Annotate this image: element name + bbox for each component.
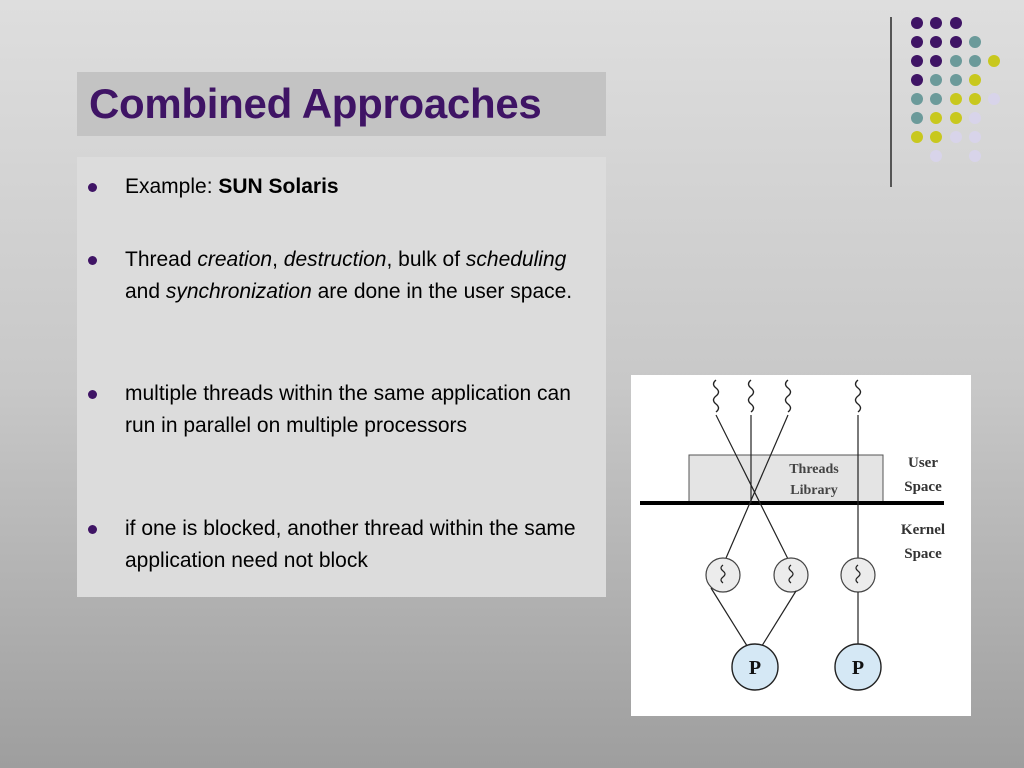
processor-icon bbox=[731, 643, 779, 691]
processor-icon bbox=[834, 643, 882, 691]
threads-library-label: Threads bbox=[789, 462, 839, 477]
bullet-text-segment: , bbox=[272, 248, 284, 271]
bullet-text-italic: creation bbox=[197, 248, 273, 271]
kernel-space-label: Space bbox=[904, 546, 942, 562]
thread-mapping-line bbox=[715, 414, 792, 566]
bullet-text-italic: destruction bbox=[283, 248, 387, 271]
bullet-text-segment: are done in the user space. bbox=[311, 280, 573, 303]
bullet-text-bold: SUN Solaris bbox=[218, 175, 339, 198]
bullet-text: if one is blocked, another thread within… bbox=[125, 517, 576, 572]
threading-diagram-svg: Threads Library User Space Kernel Space … bbox=[640, 379, 945, 691]
bullet-text: Thread creation, destruction, bulk of sc… bbox=[125, 244, 595, 308]
bullet-dot-icon bbox=[88, 256, 97, 265]
processor-label: P bbox=[749, 657, 761, 679]
bullet-text: multiple threads within the same applica… bbox=[125, 382, 571, 437]
user-space-label: User bbox=[908, 455, 938, 471]
bullet-text-segment: Example: bbox=[125, 175, 219, 198]
threads-library-label: Library bbox=[790, 483, 837, 498]
processor-link-line bbox=[759, 590, 797, 650]
threading-diagram: Threads Library User Space Kernel Space … bbox=[631, 375, 971, 716]
kernel-thread-icon bbox=[773, 557, 809, 593]
kernel-thread-icon bbox=[705, 557, 741, 593]
bullet-dot-icon bbox=[88, 183, 97, 192]
processor-link-line bbox=[710, 587, 750, 650]
user-thread-squiggle-icon bbox=[712, 379, 720, 413]
thread-mapping-line bbox=[722, 414, 789, 566]
body-text-box: Example: SUN Solaris Thread creation, de… bbox=[77, 157, 606, 597]
bullet-dot-icon bbox=[88, 525, 97, 534]
bullet-text-italic: synchronization bbox=[165, 280, 312, 303]
threads-library-box bbox=[688, 454, 884, 504]
bullet-text: Example: SUN Solaris bbox=[125, 171, 595, 203]
title-box: Combined Approaches bbox=[77, 72, 606, 136]
bullet-text-segment: Thread bbox=[125, 248, 198, 271]
bullet-text-italic: scheduling bbox=[465, 248, 567, 271]
user-thread-squiggle-icon bbox=[854, 379, 862, 413]
kernel-space-label: Kernel bbox=[901, 522, 945, 538]
bullet-text-segment: and bbox=[125, 280, 166, 303]
bullet-text-segment: , bulk of bbox=[386, 248, 466, 271]
user-thread-squiggle-icon bbox=[747, 379, 755, 413]
user-thread-squiggle-icon bbox=[784, 379, 792, 413]
bullet-dot-icon bbox=[88, 390, 97, 399]
processor-label: P bbox=[852, 657, 864, 679]
kernel-thread-icon bbox=[840, 557, 876, 593]
decorative-dot-grid-icon bbox=[911, 17, 1000, 162]
user-space-label: Space bbox=[904, 479, 942, 495]
decorative-divider bbox=[890, 17, 892, 187]
slide-title: Combined Approaches bbox=[89, 80, 542, 127]
